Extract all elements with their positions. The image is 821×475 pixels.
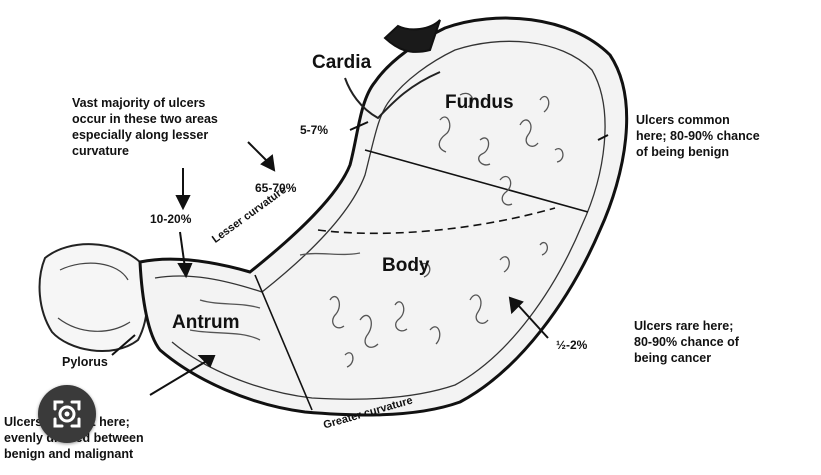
pct-antrum: 10-20% — [150, 212, 191, 226]
pct-lesser-curve: 65-70% — [255, 181, 296, 195]
note-rare-cancer: Ulcers rare here; 80-90% chance of being… — [634, 318, 739, 366]
label-antrum: Antrum — [172, 312, 240, 334]
label-pylorus: Pylorus — [62, 354, 108, 370]
label-fundus: Fundus — [445, 92, 514, 114]
note-fundus-common: Ulcers common here; 80-90% chance of bei… — [636, 112, 760, 160]
pct-cardia: 5-7% — [300, 123, 328, 137]
lens-icon — [50, 397, 84, 431]
pct-greater-curve: ½-2% — [556, 338, 587, 352]
esophagus — [385, 20, 440, 52]
note-majority: Vast majority of ulcers occur in these t… — [72, 95, 218, 159]
label-body: Body — [382, 255, 430, 277]
lens-button[interactable] — [38, 385, 96, 443]
label-cardia: Cardia — [312, 52, 371, 74]
duodenum — [40, 244, 148, 351]
